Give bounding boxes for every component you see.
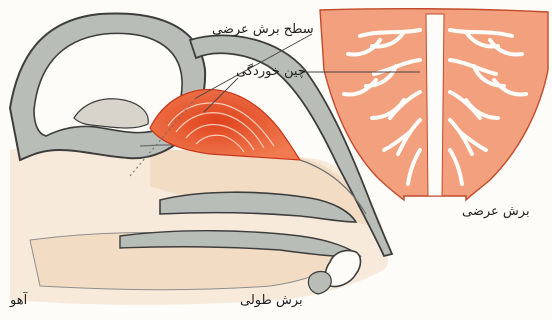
- label-longitudinal-section: برش طولی: [240, 293, 303, 308]
- label-cross-section-plane: سطح برش عرضی: [212, 22, 314, 37]
- label-cross-section: برش عرضی: [462, 204, 530, 219]
- label-folds: چین خوردگی: [236, 64, 306, 79]
- cross-section-septum: [426, 14, 444, 196]
- label-animal: آهو: [10, 293, 27, 308]
